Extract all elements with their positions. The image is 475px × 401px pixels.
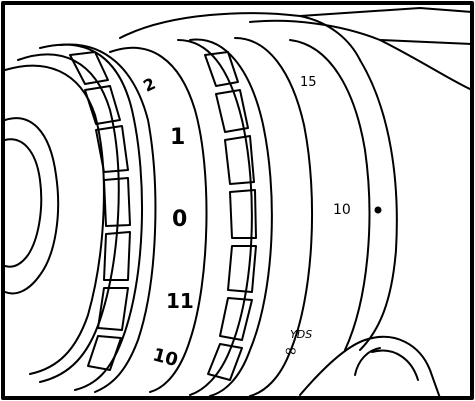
distance-label-15: 15 xyxy=(300,75,317,90)
distance-label-10: 10 xyxy=(333,202,351,218)
knurled-front-ring xyxy=(39,43,157,393)
aperture-ring xyxy=(109,39,253,396)
focus-ring xyxy=(189,37,314,397)
index-dot xyxy=(374,206,382,214)
aperture-label-2: 2 xyxy=(140,74,158,96)
distance-label-infinity: ∞ xyxy=(284,341,297,360)
aperture-label-1: 1 xyxy=(170,125,185,150)
camera-body-outline xyxy=(119,7,473,399)
distance-label-yds: YDS xyxy=(290,328,312,341)
aperture-label-10: 10 xyxy=(150,344,180,371)
aperture-label-0: 0 xyxy=(172,207,187,232)
front-lens xyxy=(4,53,120,383)
distance-barrel xyxy=(289,39,371,351)
aperture-label-11: 11 xyxy=(166,289,194,313)
